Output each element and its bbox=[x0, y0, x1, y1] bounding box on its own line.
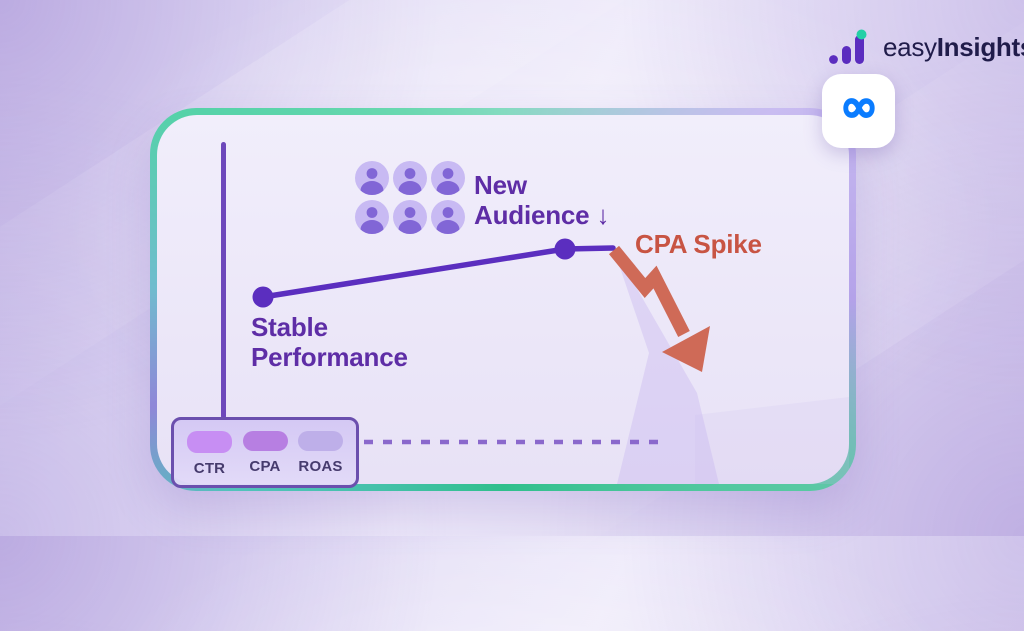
spike-arrow-head bbox=[662, 326, 710, 372]
decorative-shape bbox=[695, 397, 849, 484]
cpa-pill bbox=[242, 431, 288, 451]
kpi-item-roas: ROAS bbox=[298, 431, 343, 475]
new-audience-line1: New bbox=[474, 170, 527, 200]
roas-pill bbox=[298, 431, 343, 451]
meta-infinity-icon: ∞ bbox=[838, 80, 879, 134]
brand-name-regular: easy bbox=[883, 31, 937, 62]
new-audience-label: New Audience ↓ bbox=[474, 170, 609, 230]
cpa-label: CPA bbox=[249, 458, 281, 475]
ctr-label: CTR bbox=[193, 460, 226, 477]
decorative-shape bbox=[613, 247, 719, 484]
brand-name-bold: Insights bbox=[936, 31, 1024, 62]
kpi-item-ctr: CTR bbox=[187, 431, 232, 477]
user-icon bbox=[355, 161, 389, 195]
user-icon bbox=[431, 161, 465, 195]
user-icon bbox=[355, 200, 389, 234]
stable-line2: Performance bbox=[251, 342, 408, 373]
spike-arrow-bolt bbox=[608, 245, 690, 337]
diagram-canvas: New Audience ↓ Stable Performance CPA Sp… bbox=[157, 115, 849, 488]
easyinsights-wordmark: easyInsights bbox=[883, 32, 1024, 63]
stable-line1: Stable bbox=[251, 312, 328, 342]
meta-logo-card: ∞ bbox=[822, 74, 895, 148]
stable-performance-label: Stable Performance bbox=[251, 312, 408, 372]
kpi-legend-box: CTR CPA ROAS bbox=[171, 417, 359, 488]
diagram-frame-card: New Audience ↓ Stable Performance CPA Sp… bbox=[150, 108, 856, 491]
kpi-item-cpa: CPA bbox=[242, 431, 288, 475]
audience-icons-grid bbox=[355, 161, 465, 234]
diagram-overlay bbox=[252, 238, 849, 484]
new-audience-line2: Audience ↓ bbox=[474, 200, 610, 231]
easyinsights-logo: easyInsights bbox=[828, 28, 1024, 66]
user-icon bbox=[393, 200, 427, 234]
chart-y-axis bbox=[221, 142, 226, 419]
roas-label: ROAS bbox=[298, 458, 343, 475]
svg-text:∞: ∞ bbox=[839, 80, 878, 133]
easyinsights-bars-icon bbox=[829, 29, 867, 64]
cpa-spike-label: CPA Spike bbox=[635, 229, 762, 259]
ctr-pill bbox=[187, 431, 232, 453]
data-point-stable bbox=[252, 286, 274, 308]
user-icon bbox=[431, 200, 465, 234]
data-point-audience bbox=[554, 238, 576, 260]
user-icon bbox=[393, 161, 427, 195]
